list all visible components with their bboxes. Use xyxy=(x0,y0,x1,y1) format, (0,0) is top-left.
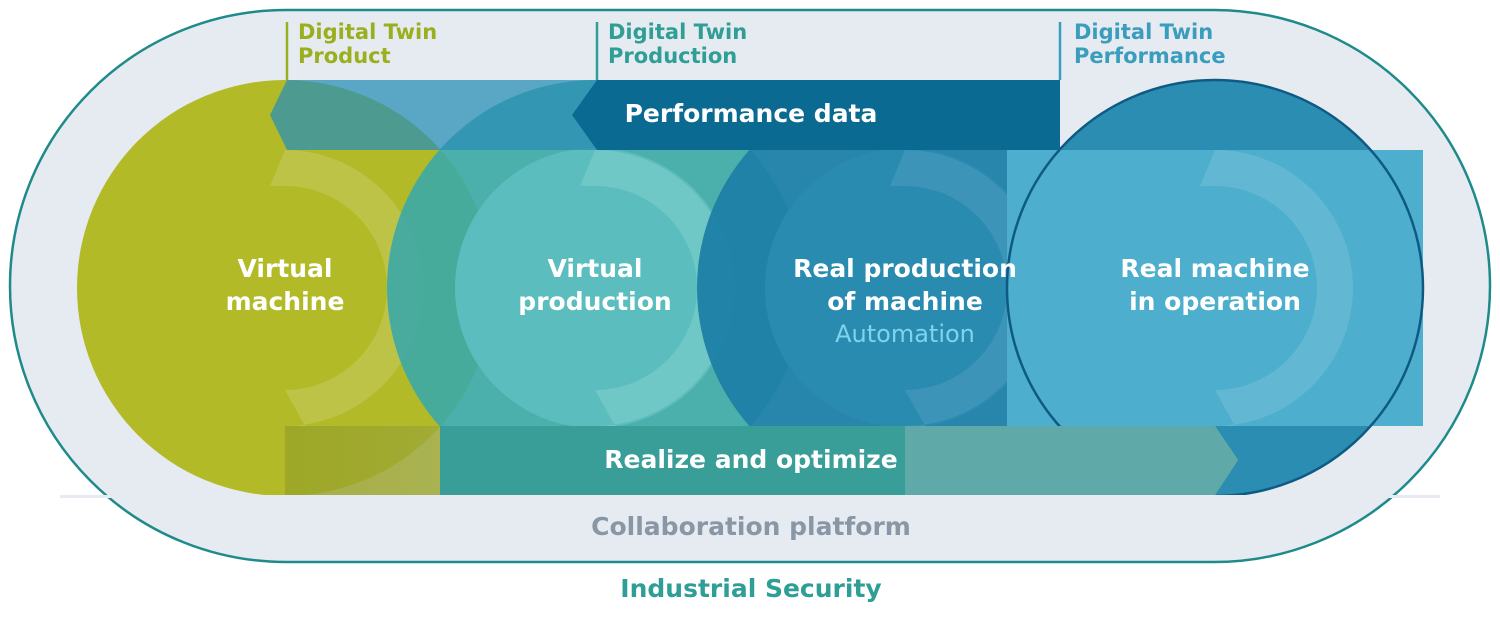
performance-data-label: Performance data xyxy=(624,99,878,128)
twin-label-line: Product xyxy=(298,44,391,69)
stage-circle-virtual-production xyxy=(387,80,803,496)
performance-data-flow xyxy=(270,80,1060,150)
stage-circle-virtual-machine xyxy=(77,80,493,496)
twin-label-line: Digital Twin xyxy=(608,20,748,44)
stage-label-line: Real machine xyxy=(1120,254,1310,283)
stage-label-virtual-production: Virtual production xyxy=(445,252,745,318)
industrial-security-label: Industrial Security xyxy=(620,574,882,603)
twin-label-production: Digital Twin Production xyxy=(608,20,747,68)
stage-label-real-production: Real production of machine Automation xyxy=(755,252,1055,351)
stage-label-virtual-machine: Virtual machine xyxy=(135,252,435,318)
cycle-arrow-icon xyxy=(580,150,733,426)
twin-label-line: Digital Twin xyxy=(298,20,438,44)
stage-label-line: production xyxy=(518,287,672,316)
cycle-arrow-icon xyxy=(270,150,423,426)
twin-label-product: Digital Twin Product xyxy=(298,20,437,68)
stage-label-line: Virtual xyxy=(547,254,643,283)
twin-label-line: Performance xyxy=(1074,44,1226,69)
cycle-arrow-icon xyxy=(1200,150,1353,426)
collaboration-platform-label: Collaboration platform xyxy=(591,512,911,541)
stage-label-line: in operation xyxy=(1129,287,1301,316)
realize-optimize-flow xyxy=(285,426,1238,495)
stage-label-real-machine: Real machine in operation xyxy=(1065,252,1365,318)
stage-label-line: Virtual xyxy=(237,254,333,283)
realize-optimize-label: Realize and optimize xyxy=(604,445,898,474)
twin-label-line: Production xyxy=(608,44,738,69)
stage-label-line: machine xyxy=(225,287,345,316)
cycle-arrow-icon xyxy=(890,150,1043,426)
stage-label-line: of machine xyxy=(827,287,983,316)
stage-sublabel-automation: Automation xyxy=(835,320,975,348)
stage-label-line: Real production xyxy=(793,254,1017,283)
twin-label-line: Digital Twin xyxy=(1074,20,1214,44)
twin-label-performance: Digital Twin Performance xyxy=(1074,20,1226,68)
